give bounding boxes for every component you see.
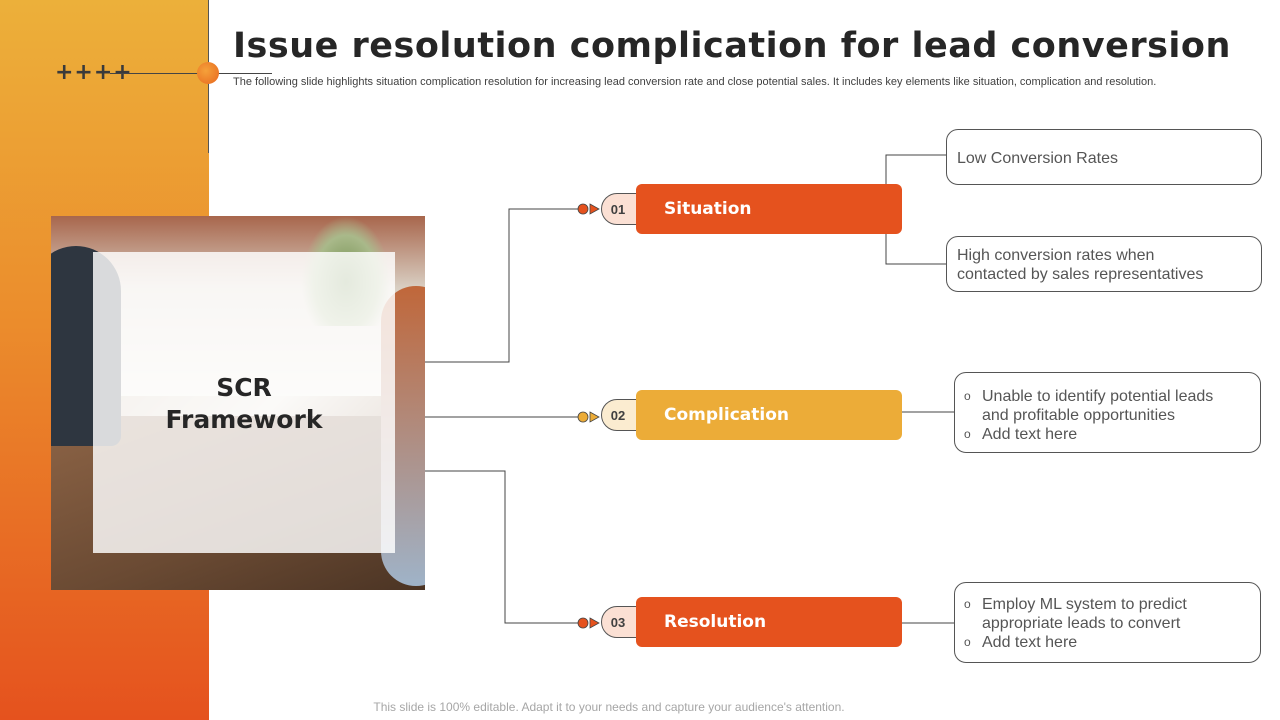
resolution-bullet-1-line2: appropriate leads to convert — [982, 614, 1187, 633]
step-resolution: Resolution — [636, 597, 902, 647]
bullet-glyph: o — [964, 387, 982, 425]
arrow-marker-2 — [578, 412, 599, 422]
step-number-badge-02: 02 — [601, 399, 641, 431]
complication-bullet-1: o Unable to identify potential leads and… — [964, 387, 1213, 425]
step-situation: Situation — [636, 184, 902, 234]
situation-note-2-line1: High conversion rates when — [957, 246, 1203, 265]
bullet-glyph: o — [964, 425, 982, 444]
complication-bullet-1-line1: Unable to identify potential leads — [982, 387, 1213, 406]
resolution-bullet-2-text: Add text here — [982, 633, 1077, 652]
resolution-bullet-1-line1: Employ ML system to predict — [982, 595, 1187, 614]
resolution-bullet-2: o Add text here — [964, 633, 1077, 652]
resolution-note: o Employ ML system to predict appropriat… — [954, 582, 1261, 663]
step-number-badge-03: 03 — [601, 606, 641, 638]
footer-note: This slide is 100% editable. Adapt it to… — [0, 700, 1280, 714]
bullet-glyph: o — [964, 633, 982, 652]
complication-note: o Unable to identify potential leads and… — [954, 372, 1261, 453]
bullet-glyph: o — [964, 595, 982, 633]
situation-note-2-text: High conversion rates when contacted by … — [957, 246, 1203, 284]
arrow-marker-1 — [578, 204, 599, 214]
situation-note-1: Low Conversion Rates — [946, 129, 1262, 185]
complication-bullet-2-text: Add text here — [982, 425, 1077, 444]
footer-text: This slide is 100% editable. Adapt it to… — [373, 700, 844, 714]
complication-bullet-2: o Add text here — [964, 425, 1077, 444]
resolution-bullet-1: o Employ ML system to predict appropriat… — [964, 595, 1187, 633]
complication-bullet-1-line2: and profitable opportunities — [982, 406, 1213, 425]
situation-note-1-text: Low Conversion Rates — [957, 149, 1118, 168]
situation-note-2-line2: contacted by sales representatives — [957, 265, 1203, 284]
step-complication: Complication — [636, 390, 902, 440]
arrow-marker-3 — [578, 618, 599, 628]
situation-note-2: High conversion rates when contacted by … — [946, 236, 1262, 292]
step-number-badge-01: 01 — [601, 193, 641, 225]
